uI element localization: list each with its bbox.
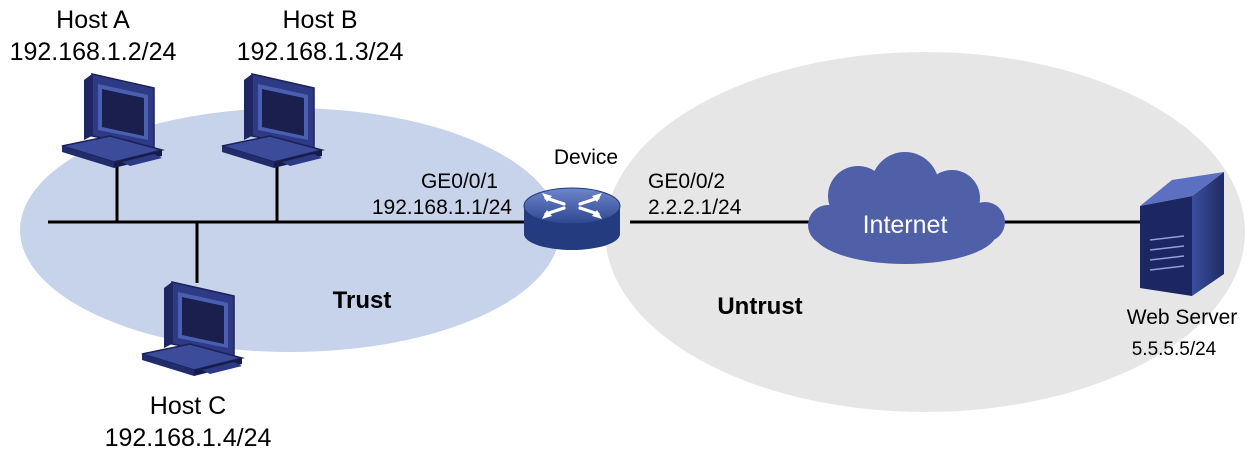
server-name: Web Server xyxy=(1127,306,1238,329)
router-switch-icon[interactable] xyxy=(523,187,621,250)
interface-ge002-ip: 2.2.2.1/24 xyxy=(648,196,742,219)
host-c-ip: 192.168.1.4/24 xyxy=(105,424,272,452)
server-ip: 5.5.5.5/24 xyxy=(1132,339,1217,360)
trust-zone xyxy=(20,108,560,352)
host-b-name: Host B xyxy=(282,6,357,34)
trust-zone-label: Trust xyxy=(333,287,392,314)
host-a-pc-icon[interactable] xyxy=(61,73,163,169)
host-a-ip: 192.168.1.2/24 xyxy=(10,38,177,66)
interface-ge001-ip: 192.168.1.1/24 xyxy=(372,196,512,219)
host-c-name: Host C xyxy=(150,392,226,420)
server-icon[interactable] xyxy=(1140,172,1224,296)
internet-label: Internet xyxy=(863,211,948,239)
cloud-icon xyxy=(808,152,1005,264)
interface-ge002-name: GE0/0/2 xyxy=(648,170,725,193)
host-b-ip: 192.168.1.3/24 xyxy=(237,38,404,66)
device-name: Device xyxy=(554,146,618,169)
untrust-zone-label: Untrust xyxy=(717,293,802,320)
interface-ge001-name: GE0/0/1 xyxy=(421,170,498,193)
host-a-name: Host A xyxy=(56,6,130,34)
